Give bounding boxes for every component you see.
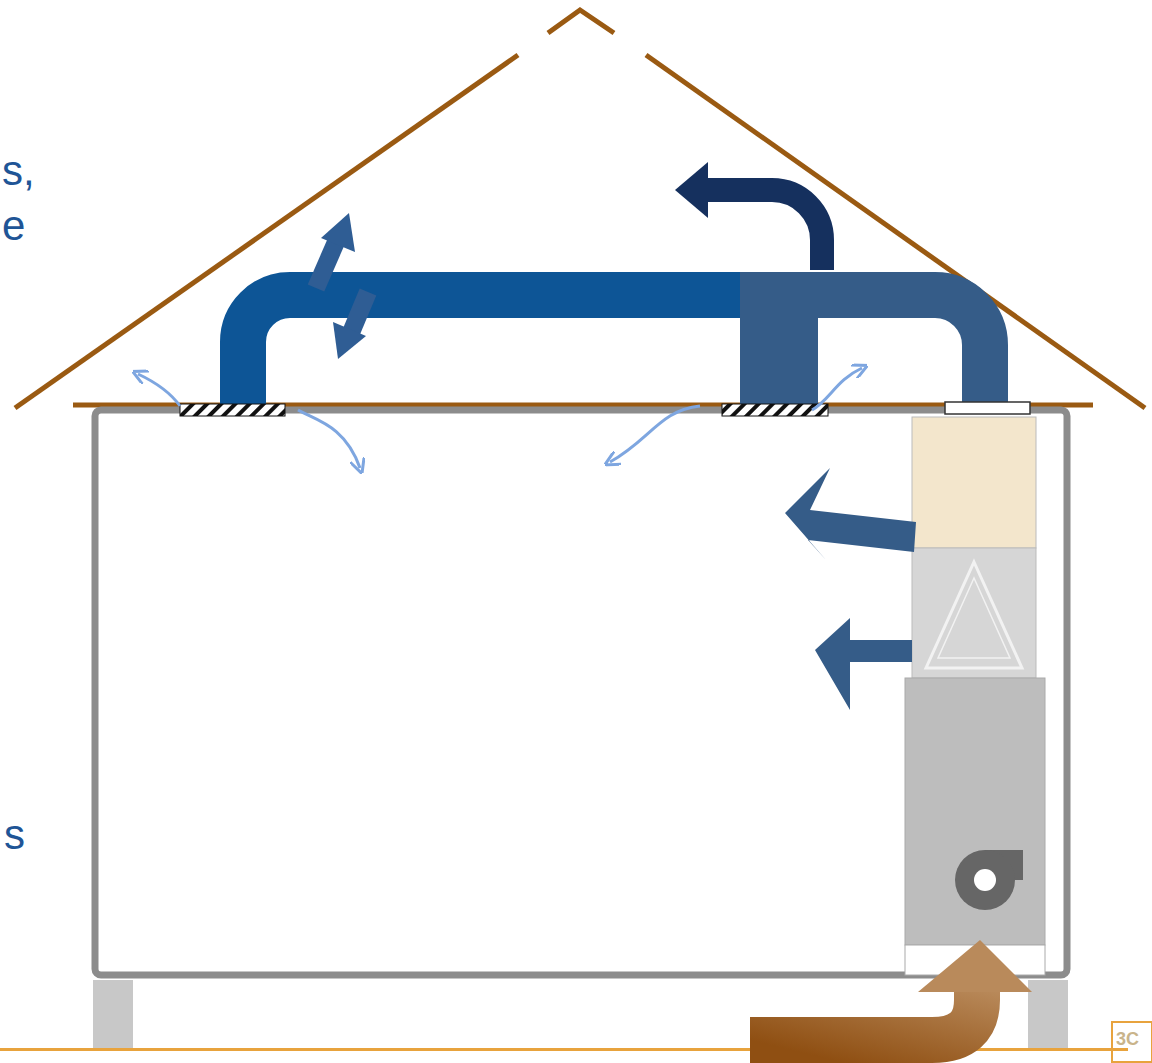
air-leak-arrows: [138, 368, 862, 468]
return-grille: [945, 402, 1030, 414]
logo-frame: [1112, 1022, 1152, 1062]
slide-text-fragment: s: [4, 812, 25, 858]
filter: [912, 417, 1036, 548]
roof: [15, 10, 1145, 408]
house-wall: [95, 410, 1067, 975]
blower-cabinet: [905, 678, 1045, 945]
leak-arrow: [705, 190, 822, 270]
slide-text-fragment: s,: [2, 148, 35, 194]
blower-hub: [974, 869, 996, 891]
exchange-arrow: [316, 213, 368, 359]
roof-slope: [15, 55, 518, 408]
cabinet-leak-arrows: [785, 468, 916, 710]
logo-text: 3C: [1116, 1030, 1139, 1050]
supply-duct: [243, 295, 760, 408]
slide-text-fragment: e: [2, 203, 25, 249]
coil-symbol: [926, 562, 1022, 668]
arrow-head: [918, 940, 1032, 992]
blower-wheel: [955, 850, 1015, 910]
roof-ridge: [548, 10, 614, 33]
crawlspace-air-arrow: [750, 985, 977, 1040]
coil-symbol: [938, 578, 1010, 658]
duct-trunk: [740, 272, 818, 406]
pier: [1028, 980, 1068, 1050]
pier: [93, 980, 133, 1050]
arrow-head: [675, 162, 708, 218]
coil: [912, 548, 1036, 678]
roof-slope: [646, 55, 1145, 408]
supply-register: [180, 404, 285, 416]
